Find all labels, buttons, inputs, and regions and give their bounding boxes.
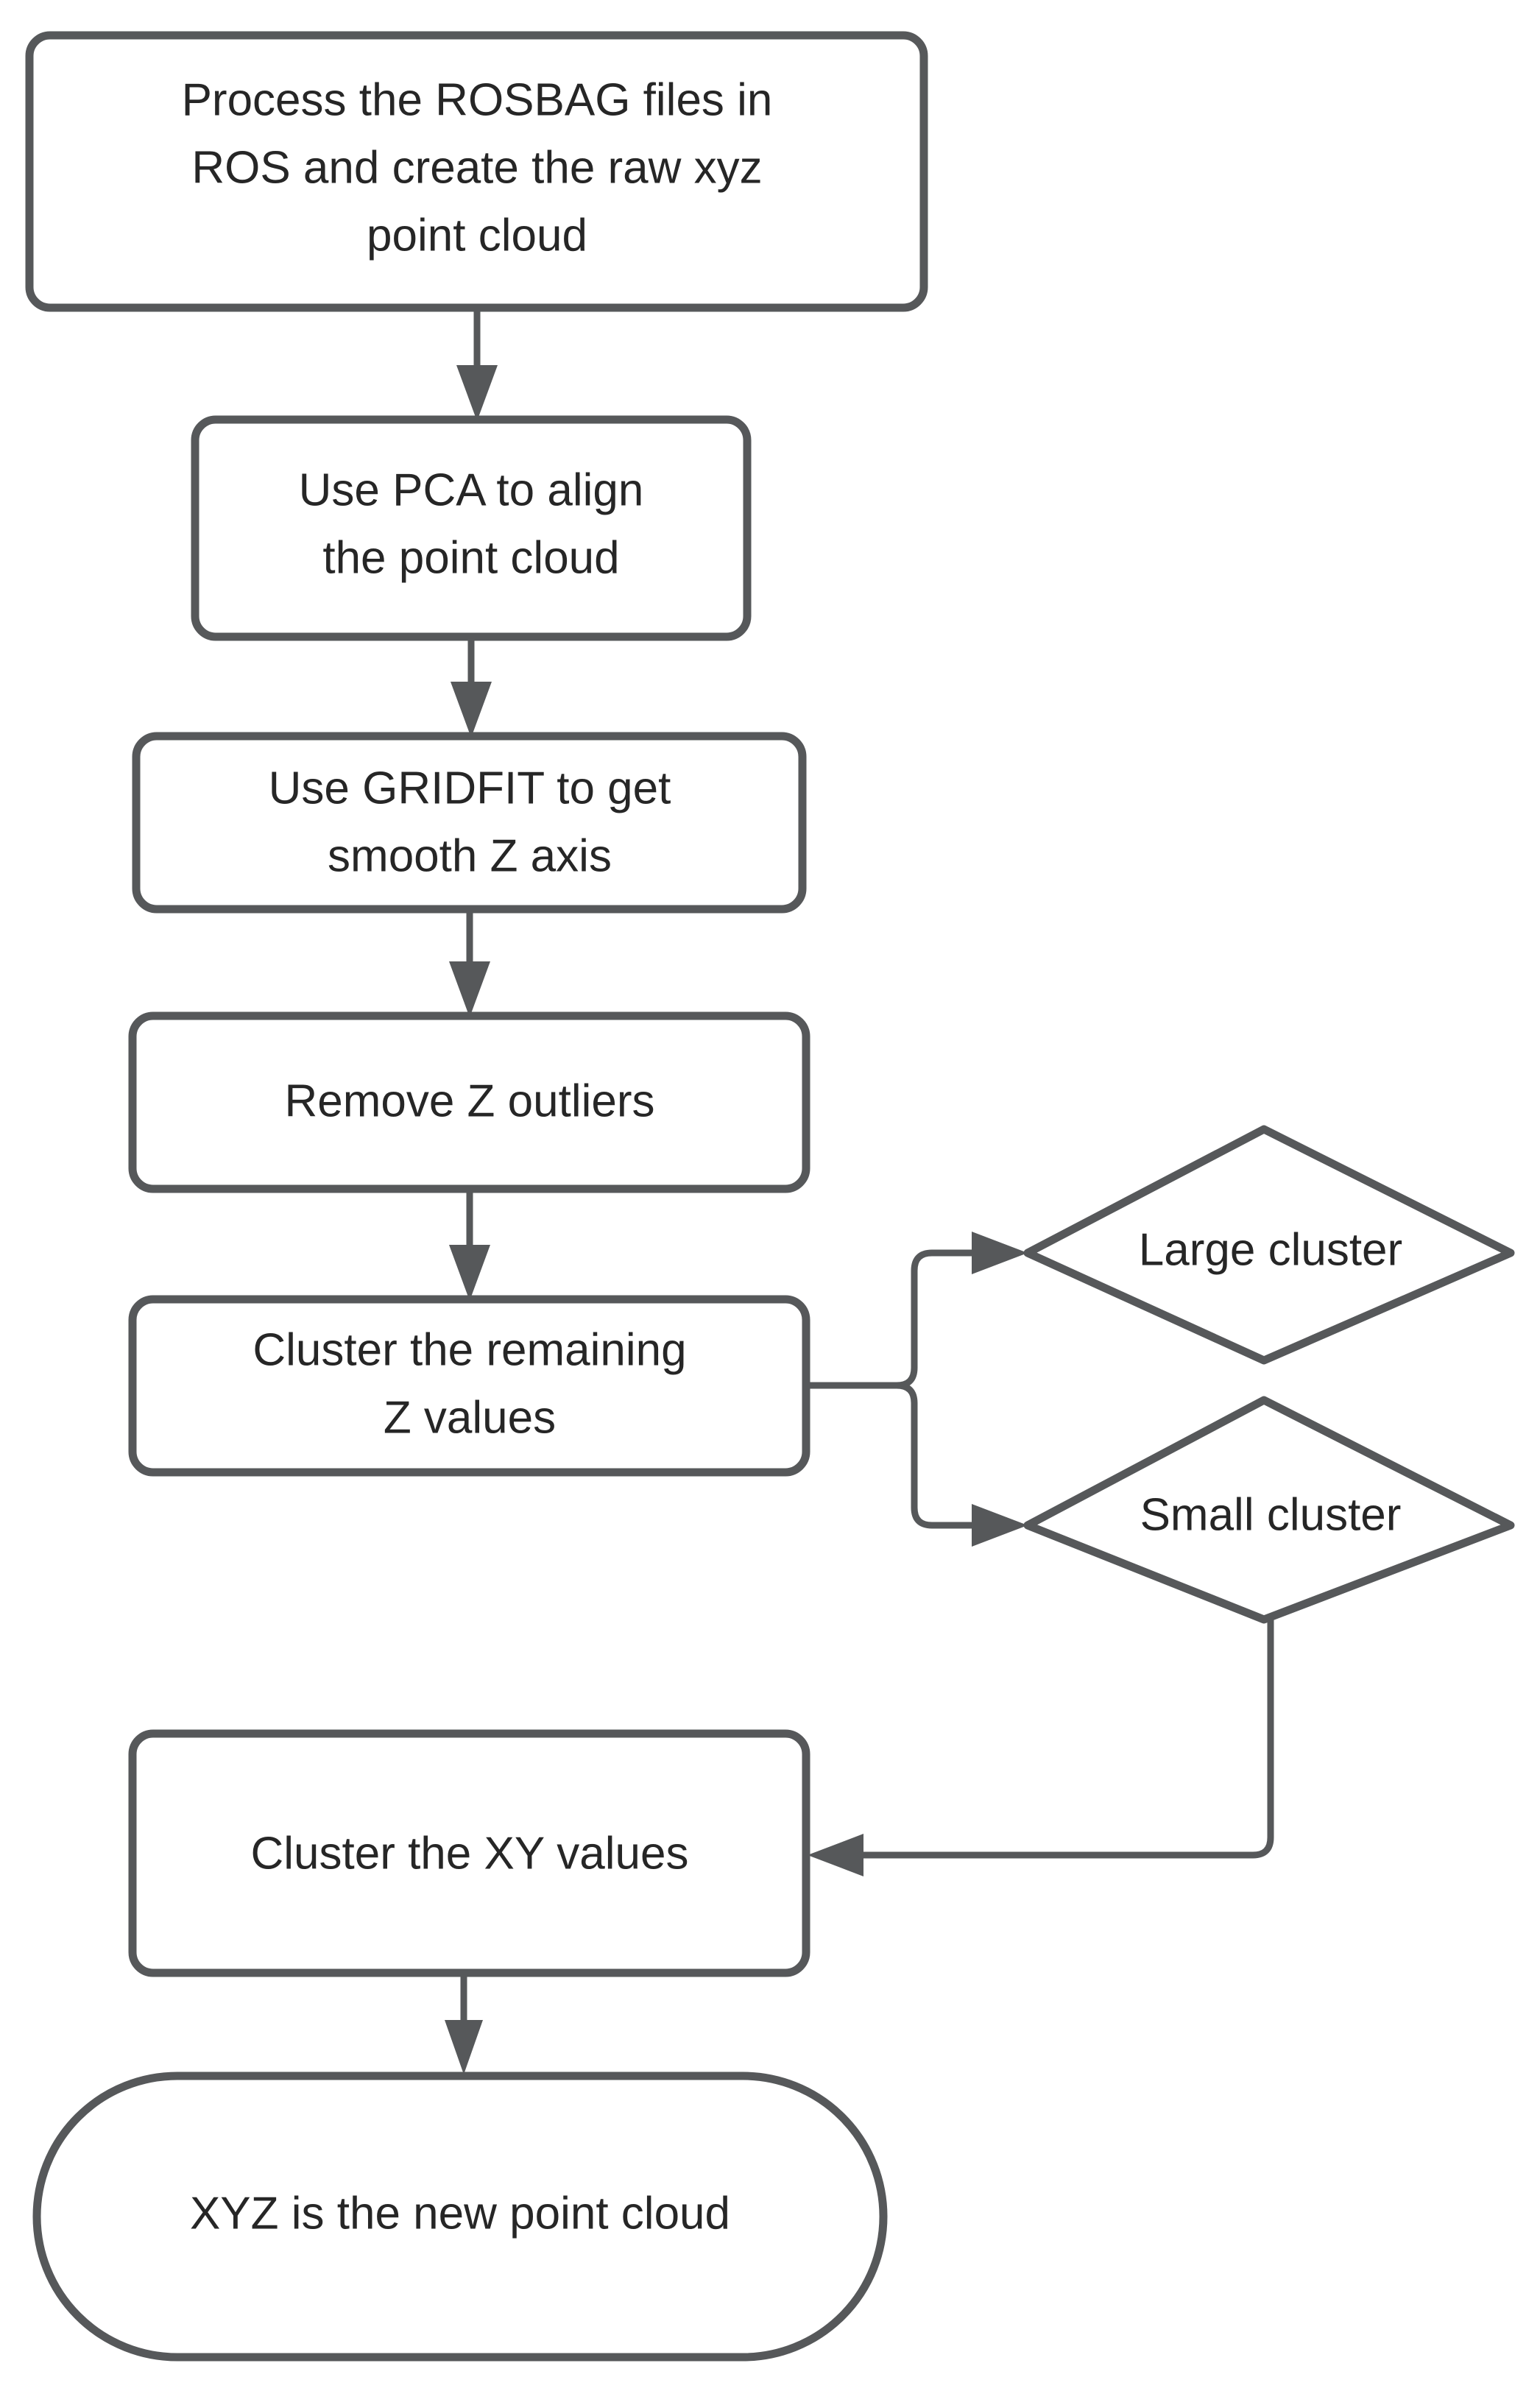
node-pca-label-line-2: the point cloud [322,532,619,583]
node-pca-shape[interactable] [191,415,752,641]
node-large-cluster-label: Large cluster [1139,1224,1402,1275]
node-cluster-xy-shape[interactable] [128,1729,810,1977]
edge-rosbag-to-pca [456,308,498,421]
node-xyz-terminal-label: XYZ is the new point cloud [190,2188,730,2239]
node-cluster-xy[interactable]: Cluster the XY values [128,1729,810,1977]
edge-gridfit-to-removez [449,909,490,1017]
edge-removez-to-clusterz [449,1189,490,1301]
node-rosbag-label-line-3: point cloud [367,210,587,261]
edge-clusterz-to-smallcluster [806,1382,1028,1547]
edge-clusterz-to-largecluster [806,1232,1028,1389]
arrowhead-icon [445,2020,483,2074]
node-small-cluster-label: Small cluster [1140,1489,1402,1540]
node-pca[interactable]: Use PCA to align the point cloud [191,415,752,641]
edge-line [854,1620,1274,1859]
arrowhead-icon [972,1232,1028,1274]
node-small-cluster-shape[interactable] [1023,1396,1515,1624]
edge-line [806,1382,982,1529]
arrowhead-icon [808,1834,863,1876]
node-small-cluster[interactable]: Small cluster [1023,1396,1515,1624]
node-xyz-terminal-shape[interactable] [32,2072,888,2362]
node-remove-z-shape[interactable] [128,1011,810,1193]
node-rosbag-label-line-1: Process the ROSBAG files in [182,74,773,125]
edge-smallcluster-to-clusterxy [808,1620,1274,1876]
node-gridfit-shape[interactable] [132,732,807,914]
arrowhead-icon [972,1504,1028,1547]
node-rosbag-label-line-2: ROS and create the raw xyz [191,142,762,193]
node-gridfit-label-line-1: Use GRIDFIT to get [269,763,671,813]
edge-pca-to-gridfit [451,637,492,738]
node-large-cluster[interactable]: Large cluster [1023,1125,1515,1365]
node-remove-z-label: Remove Z outliers [284,1076,654,1126]
edge-clusterxy-to-xyzterminal [445,1973,483,2074]
arrowhead-icon [449,1245,490,1301]
node-cluster-z[interactable]: Cluster the remaining Z values [128,1295,810,1477]
node-gridfit-label-line-2: smooth Z axis [328,830,612,881]
node-rosbag-shape[interactable] [25,31,928,312]
node-pca-label-line-1: Use PCA to align [299,465,644,515]
node-cluster-z-label-line-1: Cluster the remaining [252,1324,686,1375]
arrowhead-icon [449,961,490,1017]
arrowhead-icon [456,365,498,421]
edge-line [806,1249,982,1389]
node-cluster-z-shape[interactable] [128,1295,810,1477]
arrowhead-icon [451,682,492,738]
node-gridfit[interactable]: Use GRIDFIT to get smooth Z axis [132,732,807,914]
node-large-cluster-shape[interactable] [1023,1125,1515,1365]
node-cluster-xy-label: Cluster the XY values [250,1828,688,1879]
node-rosbag[interactable]: Process the ROSBAG files in ROS and crea… [25,31,928,312]
node-remove-z[interactable]: Remove Z outliers [128,1011,810,1193]
node-xyz-terminal[interactable]: XYZ is the new point cloud [32,2072,888,2362]
node-cluster-z-label-line-2: Z values [384,1392,556,1443]
